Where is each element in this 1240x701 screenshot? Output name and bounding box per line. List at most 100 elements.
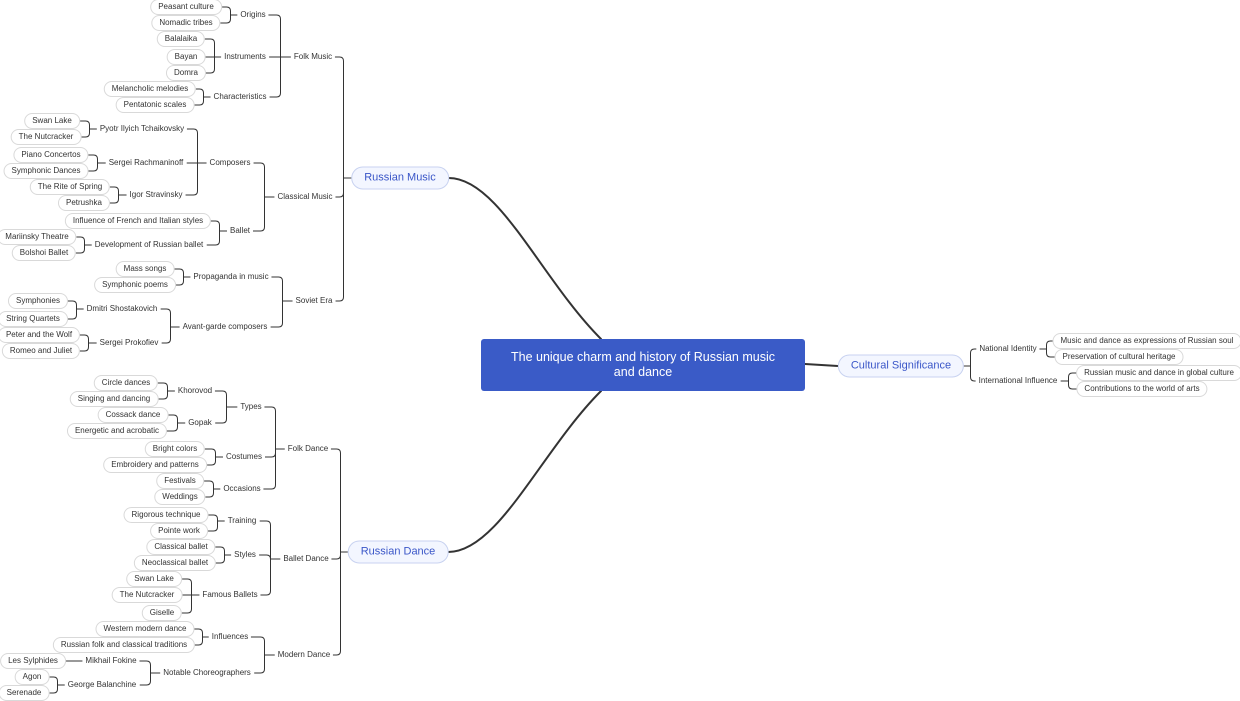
topic-types[interactable]: Types	[237, 401, 265, 413]
leaf-les-sylphides[interactable]: Les Sylphides	[0, 653, 66, 669]
topic-development-russian-ballet[interactable]: Development of Russian ballet	[91, 239, 207, 251]
leaf-singing-and-dancing[interactable]: Singing and dancing	[69, 391, 159, 407]
topic-famous-ballets[interactable]: Famous Ballets	[199, 589, 261, 601]
connector-branch	[48, 676, 58, 686]
connector-branch	[269, 300, 283, 328]
topic-modern-dance[interactable]: Modern Dance	[274, 649, 334, 661]
connector-branch	[67, 300, 77, 310]
topic-propaganda-music[interactable]: Propaganda in music	[190, 271, 272, 283]
topic-styles[interactable]: Styles	[231, 549, 259, 561]
topic-gopak[interactable]: Gopak	[185, 417, 215, 429]
leaf-swan-lake[interactable]: Swan Lake	[24, 113, 80, 129]
topic-prokofiev[interactable]: Sergei Prokofiev	[96, 337, 162, 349]
leaf-balalaika[interactable]: Balalaika	[156, 31, 206, 47]
topic-classical-music[interactable]: Classical Music	[274, 191, 336, 203]
topic-notable-choreographers[interactable]: Notable Choreographers	[160, 667, 254, 679]
topic-occasions[interactable]: Occasions	[220, 483, 264, 495]
topic-influences[interactable]: Influences	[208, 631, 252, 643]
leaf-agon[interactable]: Agon	[14, 669, 50, 685]
leaf-energetic-acrobatic[interactable]: Energetic and acrobatic	[66, 423, 168, 439]
leaf-peasant-culture[interactable]: Peasant culture	[150, 0, 222, 15]
leaf-rigorous-technique[interactable]: Rigorous technique	[123, 507, 209, 523]
leaf-giselle[interactable]: Giselle	[141, 605, 183, 621]
topic-folk-dance[interactable]: Folk Dance	[284, 443, 332, 455]
topic-mikhail-fokine[interactable]: Mikhail Fokine	[82, 655, 140, 667]
leaf-weddings[interactable]: Weddings	[154, 489, 206, 505]
topic-rachmaninoff[interactable]: Sergei Rachmaninoff	[105, 157, 187, 169]
connector-branch	[260, 558, 271, 596]
leaf-mass-songs[interactable]: Mass songs	[115, 261, 175, 277]
topic-international-influence[interactable]: International Influence	[975, 375, 1061, 387]
topic-training[interactable]: Training	[224, 515, 260, 527]
connector-branch	[76, 236, 85, 246]
leaf-petrushka[interactable]: Petrushka	[57, 195, 111, 211]
connector-branch	[193, 96, 204, 106]
topic-george-balanchine[interactable]: George Balanchine	[64, 679, 140, 691]
leaf-symphonic-dances[interactable]: Symphonic Dances	[3, 163, 89, 179]
leaf-peter-and-the-wolf[interactable]: Peter and the Wolf	[0, 327, 81, 343]
leaf-domra[interactable]: Domra	[165, 65, 207, 81]
leaf-bright-colors[interactable]: Bright colors	[144, 441, 206, 457]
leaf-cossack-dance[interactable]: Cossack dance	[97, 407, 169, 423]
leaf-piano-concertos[interactable]: Piano Concertos	[13, 147, 89, 163]
topic-tchaikovsky[interactable]: Pyotr Ilyich Tchaikovsky	[96, 123, 188, 135]
topic-ballet[interactable]: Ballet	[226, 225, 254, 237]
leaf-swan-lake-ballet[interactable]: Swan Lake	[126, 571, 182, 587]
leaf-russian-folk-classical[interactable]: Russian folk and classical traditions	[52, 637, 196, 653]
leaf-expressions-russian-soul[interactable]: Music and dance as expressions of Russia…	[1052, 333, 1240, 349]
topic-national-identity[interactable]: National Identity	[976, 343, 1040, 355]
topic-shostakovich[interactable]: Dmitri Shostakovich	[83, 303, 161, 315]
leaf-preservation-heritage[interactable]: Preservation of cultural heritage	[1054, 349, 1184, 365]
leaf-contributions-world-arts[interactable]: Contributions to the world of arts	[1076, 381, 1208, 397]
connector-branch	[203, 480, 214, 490]
leaf-pentatonic-scales[interactable]: Pentatonic scales	[115, 97, 195, 113]
topic-costumes[interactable]: Costumes	[222, 451, 266, 463]
leaf-rite-of-spring[interactable]: The Rite of Spring	[29, 179, 111, 195]
leaf-nomadic-tribes[interactable]: Nomadic tribes	[151, 15, 221, 31]
connector-branch	[335, 177, 344, 198]
connector-branch	[157, 390, 168, 400]
leaf-melancholic-melodies[interactable]: Melancholic melodies	[103, 81, 197, 97]
leaf-festivals[interactable]: Festivals	[156, 473, 204, 489]
leaf-the-nutcracker[interactable]: The Nutcracker	[10, 129, 82, 145]
leaf-bolshoi-ballet[interactable]: Bolshoi Ballet	[11, 245, 77, 261]
leaf-circle-dances[interactable]: Circle dances	[93, 375, 159, 391]
leaf-neoclassical-ballet[interactable]: Neoclassical ballet	[133, 555, 217, 571]
connector-branch	[79, 342, 89, 352]
topic-characteristics[interactable]: Characteristics	[210, 91, 270, 103]
topic-stravinsky[interactable]: Igor Stravinsky	[126, 189, 186, 201]
topic-ballet-dance[interactable]: Ballet Dance	[280, 553, 332, 565]
connector-branch	[215, 546, 225, 556]
topic-folk-music[interactable]: Folk Music	[290, 51, 336, 63]
topic-avant-garde-composers[interactable]: Avant-garde composers	[179, 321, 271, 333]
branch-russian-dance[interactable]: Russian Dance	[347, 540, 449, 564]
leaf-embroidery-patterns[interactable]: Embroidery and patterns	[103, 457, 207, 473]
topic-instruments[interactable]: Instruments	[221, 51, 269, 63]
topic-soviet-era[interactable]: Soviet Era	[292, 295, 336, 307]
leaf-serenade[interactable]: Serenade	[0, 685, 50, 701]
connector-branch	[194, 628, 203, 638]
leaf-mariinsky-theatre[interactable]: Mariinsky Theatre	[0, 229, 77, 245]
leaf-western-modern-dance[interactable]: Western modern dance	[95, 621, 195, 637]
connector-branch	[268, 56, 281, 98]
central-topic[interactable]: The unique charm and history of Russian …	[481, 339, 805, 391]
leaf-symphonies[interactable]: Symphonies	[7, 293, 69, 309]
topic-composers[interactable]: Composers	[206, 157, 254, 169]
branch-cultural-significance[interactable]: Cultural Significance	[837, 354, 965, 378]
connector-branch	[1046, 340, 1054, 350]
connector-branch	[332, 551, 341, 656]
leaf-pointe-work[interactable]: Pointe work	[150, 523, 208, 539]
leaf-symphonic-poems[interactable]: Symphonic poems	[94, 277, 176, 293]
leaf-string-quartets[interactable]: String Quartets	[0, 311, 68, 327]
leaf-romeo-and-juliet[interactable]: Romeo and Juliet	[1, 343, 81, 359]
branch-russian-music[interactable]: Russian Music	[351, 166, 449, 190]
leaf-bayan[interactable]: Bayan	[166, 49, 206, 65]
leaf-global-culture[interactable]: Russian music and dance in global cultur…	[1076, 365, 1240, 381]
connector-branch	[207, 514, 218, 522]
leaf-classical-ballet[interactable]: Classical ballet	[146, 539, 216, 555]
leaf-french-italian-influence[interactable]: Influence of French and Italian styles	[64, 213, 212, 229]
leaf-the-nutcracker-ballet[interactable]: The Nutcracker	[111, 587, 183, 603]
topic-khorovod[interactable]: Khorovod	[174, 385, 216, 397]
topic-origins[interactable]: Origins	[237, 9, 269, 21]
